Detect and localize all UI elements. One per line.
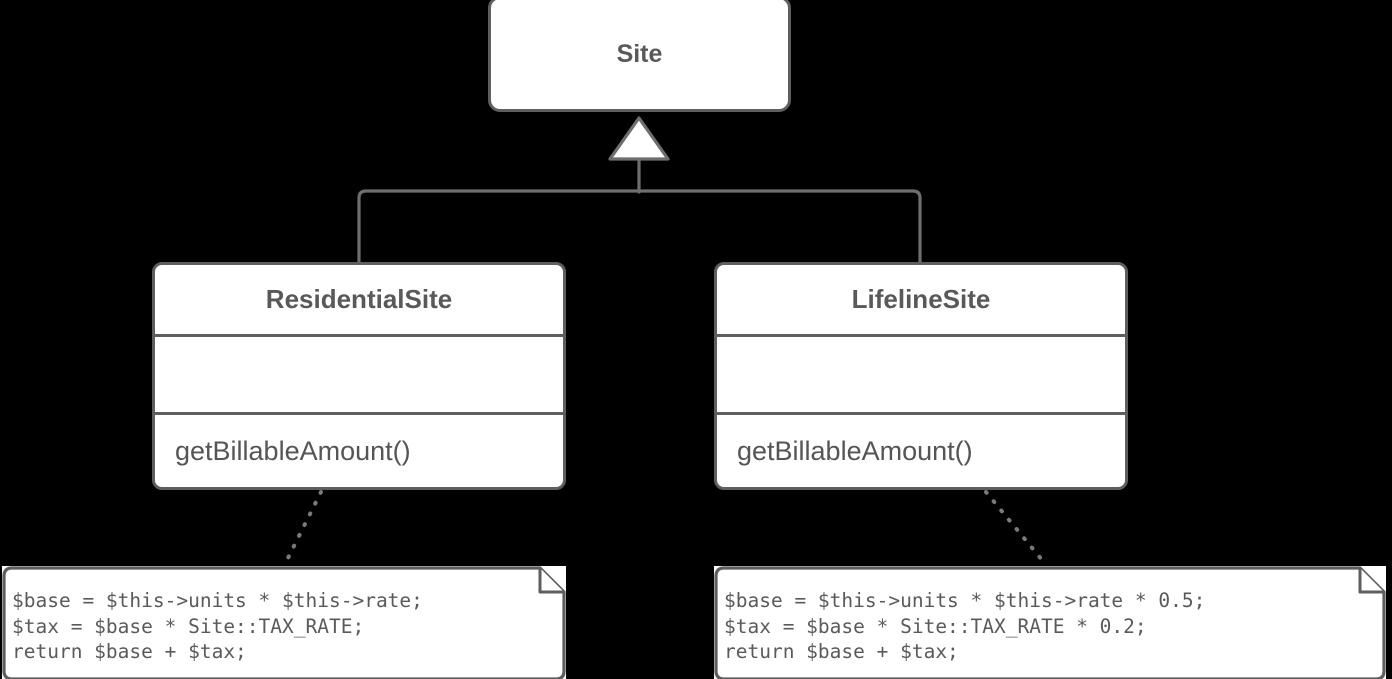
operation-item: getBillableAmount()	[175, 435, 411, 466]
generalization-arrowhead	[608, 116, 670, 161]
generalization-tree	[357, 116, 922, 262]
note-shape-icon	[714, 566, 1386, 679]
class-box-lifelinesite[interactable]: LifelineSite getBillableAmount()	[714, 262, 1128, 490]
class-operations-residentialsite: getBillableAmount()	[155, 412, 563, 487]
class-box-site[interactable]: Site	[488, 0, 791, 112]
note-shape-icon	[2, 566, 566, 679]
class-attributes-residentialsite	[155, 334, 563, 412]
note-link-lifeline	[984, 490, 1049, 568]
class-attributes-lifelinesite	[717, 334, 1125, 412]
operation-item: getBillableAmount()	[737, 435, 973, 466]
note-code-lifelinesite: $base = $this->units * $this->rate * 0.5…	[724, 589, 1206, 663]
note-link-residential	[282, 490, 323, 568]
generalization-bus	[357, 189, 922, 262]
note-box-lifelinesite[interactable]: $base = $this->units * $this->rate * 0.5…	[714, 566, 1386, 679]
note-code-residentialsite: $base = $this->units * $this->rate; $tax…	[12, 589, 423, 663]
class-operations-lifelinesite: getBillableAmount()	[717, 412, 1125, 487]
note-box-residentialsite[interactable]: $base = $this->units * $this->rate; $tax…	[2, 566, 566, 679]
class-name-site: Site	[616, 39, 663, 68]
class-name-lifelinesite: LifelineSite	[851, 284, 991, 314]
class-box-residentialsite[interactable]: ResidentialSite getBillableAmount()	[152, 262, 566, 490]
class-name-residentialsite: ResidentialSite	[265, 284, 453, 314]
